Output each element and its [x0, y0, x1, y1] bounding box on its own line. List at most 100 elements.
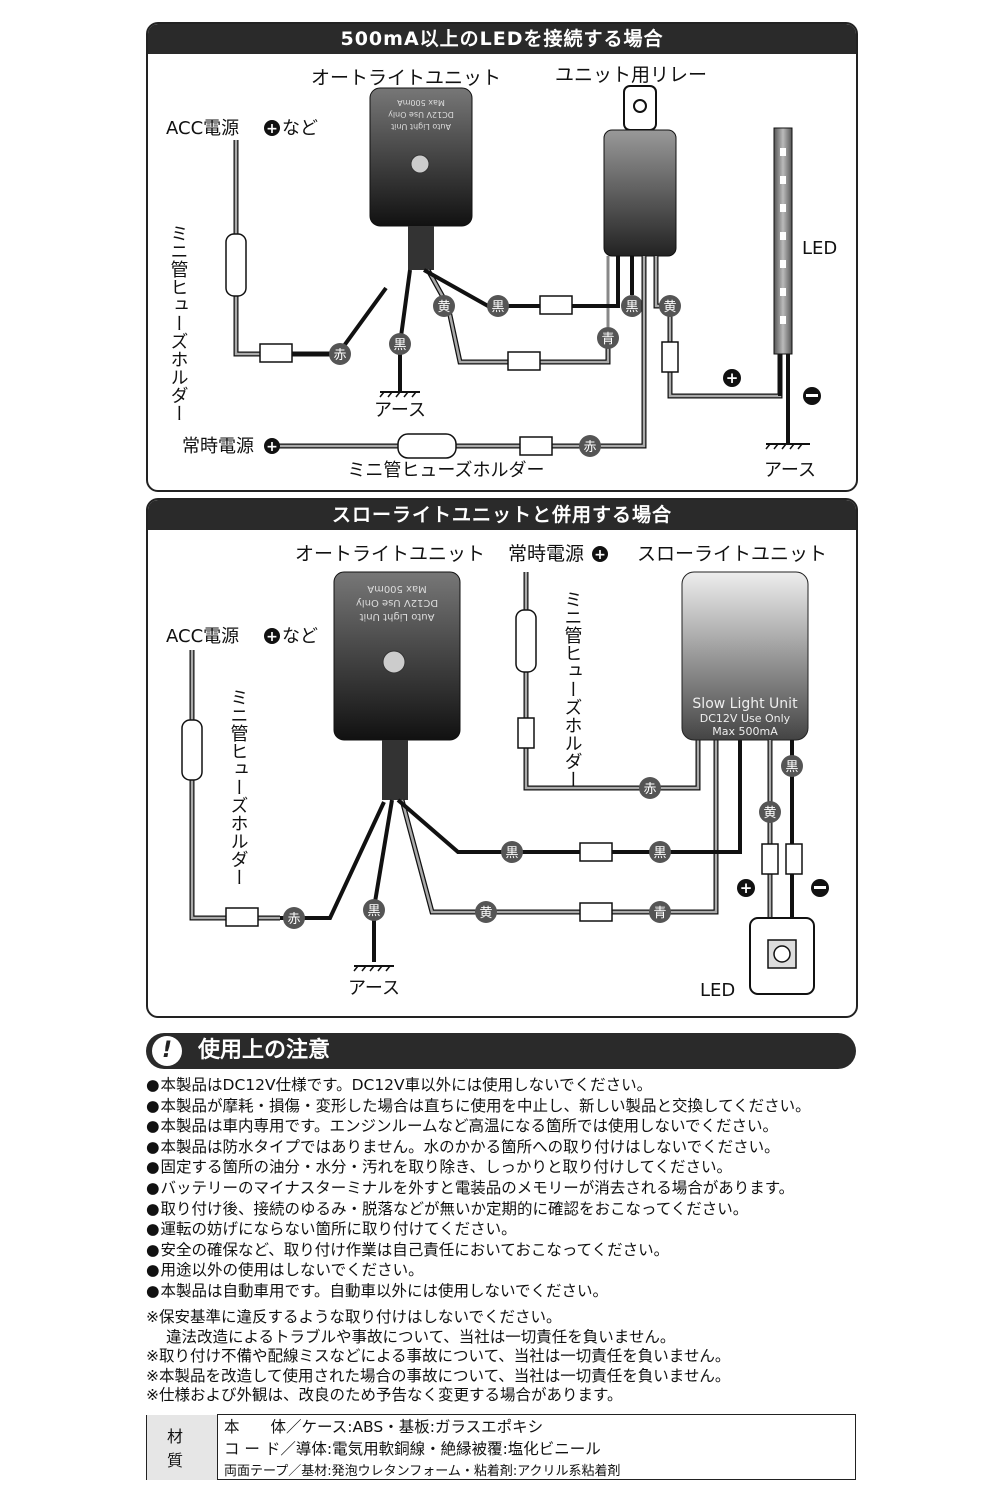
yellow-wire-2 [399, 740, 719, 915]
tag-yellow2 [659, 295, 681, 317]
auto-unit-text-2: DC12V Use Only [356, 597, 438, 608]
auto-unit-label-2: オートライトユニット [295, 543, 485, 565]
tag-yellow2-text: 黄 [663, 300, 676, 315]
list-item: 仕様および外観は、改良のため予告なく変更する場合があります。 [146, 1386, 866, 1406]
connector [579, 902, 613, 922]
list-item: 保安基準に違反するような取り付けはしないでください。 [146, 1308, 866, 1328]
light-sensor [410, 154, 430, 174]
tag-black [363, 899, 385, 921]
connector [661, 341, 679, 373]
connector [519, 436, 553, 456]
tag-black2-text: 黒 [491, 300, 504, 315]
ground-label: アース [374, 400, 426, 421]
tag-red [329, 343, 351, 365]
tag-black3-text: 黒 [653, 846, 666, 861]
tag-yellow-text: 黄 [437, 300, 450, 315]
black-ground-wire-2 [372, 799, 394, 962]
tag-yellow-text: 黄 [479, 906, 492, 921]
svg-text:+: + [594, 547, 606, 563]
tag-yellow [433, 295, 455, 317]
black-wire-relay [423, 256, 620, 308]
plus-icon [737, 879, 755, 897]
list-item: 本製品はDC12V仕様です。DC12V車以外には使用しないでください。 [146, 1075, 866, 1096]
tag-blue [597, 327, 619, 349]
unit-text-3: Max 500mA [397, 98, 445, 107]
list-item: 本製品は車内専用です。エンジンルームなど高温になる箇所では使用しないでください。 [146, 1116, 866, 1137]
list-item: 安全の確保など、取り付け作業は自己責任においておこなってください。 [146, 1240, 866, 1261]
list-item: 固定する箇所の油分・水分・汚れを取り除き、しっかりと取り付けしてください。 [146, 1157, 866, 1178]
tag-blue-text: 青 [653, 906, 666, 921]
fuse-holder-2 [397, 433, 457, 459]
connector [507, 351, 541, 371]
tag-black [389, 333, 411, 355]
led-bar [773, 127, 793, 355]
connector [785, 843, 803, 875]
connector [259, 343, 293, 363]
constant-power-label: 常時電源 [182, 436, 254, 457]
relay-label: ユニット用リレー [555, 64, 707, 86]
acc-label: ACC電源 [166, 118, 239, 139]
slow-light-unit [681, 571, 809, 741]
slow-unit-text-2: DC12V Use Only [700, 712, 791, 725]
auto-unit-label: オートライトユニット [311, 67, 501, 89]
fuse-holder-1 [225, 233, 247, 297]
connector [539, 295, 573, 315]
notes-disclaimer-list: 保安基準に違反するような取り付けはしないでください。 違法改造によるトラブルや事… [146, 1308, 866, 1406]
list-item: 本製品は自動車用です。自動車以外には使用しないでください。 [146, 1281, 866, 1302]
tag-black4-text: 黒 [785, 760, 798, 775]
notes-title-bar: ! 使用上の注意 [146, 1033, 856, 1069]
fuse-holder-label-2: ミニ管ヒューズホルダー [562, 590, 583, 788]
wiring-diagram-1: オートライトユニット ユニット用リレー ACC電源 + など ミニ管ヒューズホル… [166, 64, 837, 481]
list-item: バッテリーのマイナスターミナルを外すと電装品のメモリーが消去される場合があります… [146, 1178, 866, 1199]
connector [517, 717, 535, 749]
tag-black3-text: 黒 [625, 300, 638, 315]
list-item: 本製品を改造して使用された場合の事故について、当社は一切責任を負いません。 [146, 1367, 866, 1387]
table-row: 両面テープ／基材:発泡ウレタンフォーム・粘着剤:アクリル系粘着剤 [217, 1459, 856, 1480]
ground2-label: アース [764, 460, 816, 481]
fuse-holder-2 [515, 609, 537, 673]
led-label: LED [802, 238, 837, 259]
unit-cable-boot [408, 226, 434, 270]
tag-black-text: 黒 [367, 904, 380, 919]
slow-unit-text-1: Slow Light Unit [692, 696, 798, 712]
connector [761, 843, 779, 875]
diagram1-title: 500mA以上のLEDを接続する場合 [148, 24, 856, 54]
warning-icon: ! [152, 1036, 182, 1066]
notes-title: 使用上の注意 [198, 1038, 331, 1063]
unit-relay [603, 129, 677, 257]
acc-label-2: ACC電源 [166, 626, 239, 647]
svg-text:+: + [266, 439, 278, 455]
materials-header: 材質 [146, 1414, 218, 1480]
fuse-holder-1 [181, 719, 203, 781]
plus-icon [723, 369, 741, 387]
tag-blue-text: 青 [601, 332, 614, 347]
plus-icon-glyph: + [266, 121, 278, 137]
notes-bullet-list: 本製品はDC12V仕様です。DC12V車以外には使用しないでください。 本製品が… [146, 1075, 866, 1302]
list-item: 違法改造によるトラブルや事故について、当社は一切責任を負いません。 [166, 1327, 676, 1346]
materials-table: 材質 本 体／ケース:ABS・基板:ガラスエポキシ コ ー ド／導体:電気用軟銅… [146, 1414, 856, 1480]
slow-unit-label: スローライトユニット [637, 543, 827, 565]
list-item: 運転の妨げにならない箇所に取り付けてください。 [146, 1219, 866, 1240]
fuse-holder-label-horizontal: ミニ管ヒューズホルダー [347, 460, 544, 481]
svg-text:+: + [266, 629, 278, 645]
tag-yellow [475, 901, 497, 923]
diagram-panel-1: 500mA以上のLEDを接続する場合 オートライトユニット ユニット用リレー A… [146, 22, 858, 492]
black-ground-wire [398, 269, 412, 392]
tag-black2 [487, 295, 509, 317]
led-label-2: LED [700, 980, 735, 1001]
tag-yellow2 [759, 801, 781, 823]
tag-red2-text: 赤 [583, 440, 596, 455]
auto-unit-text-3: Max 500mA [367, 583, 427, 594]
svg-text:+: + [740, 879, 753, 897]
tag-black4 [781, 755, 803, 777]
tag-red-text: 赤 [287, 912, 300, 927]
list-item: 本製品は防水タイプではありません。水のかかる箇所への取り付けはしないでください。 [146, 1137, 866, 1158]
tag-black3 [621, 295, 643, 317]
tag-yellow2-text: 黄 [763, 806, 776, 821]
list-item: 取り付け不備や配線ミスなどによる事故について、当社は一切責任を負いません。 [146, 1347, 866, 1367]
ground-label-2: アース [348, 978, 400, 999]
table-row: 本 体／ケース:ABS・基板:ガラスエポキシ [217, 1414, 856, 1437]
fuse-holder-label-vertical: ミニ管ヒューズホルダー [168, 224, 189, 422]
light-sensor [382, 650, 406, 674]
nado-label-2: など [282, 626, 318, 647]
